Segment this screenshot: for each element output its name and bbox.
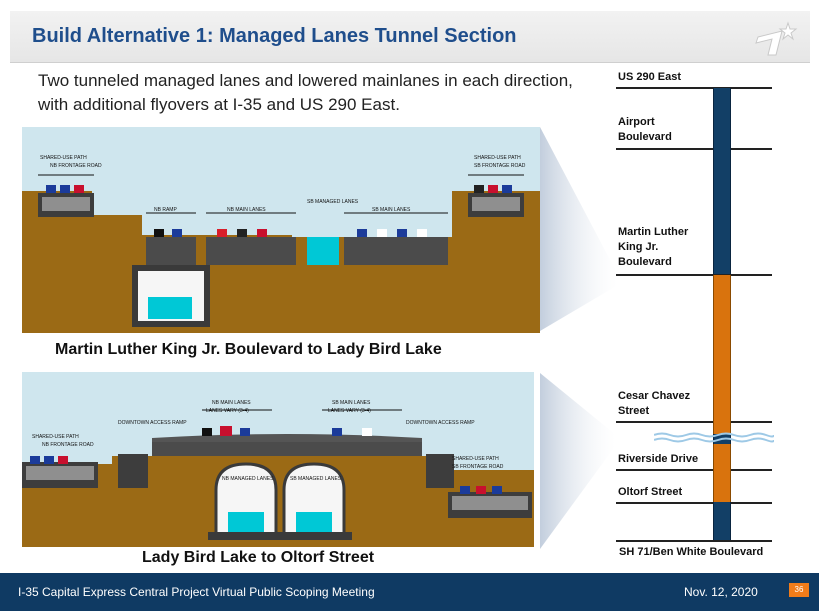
label-riverside: Riverside Drive [618, 453, 699, 465]
label-mlk-2: King Jr. [618, 241, 659, 253]
line-airport [616, 148, 772, 150]
section2-nb-main-vary: LANES VARY (3-4) [206, 408, 249, 414]
section2-nb-managed: NB MANAGED LANES [222, 476, 274, 482]
river-waves-icon [654, 432, 774, 443]
line-riverside [616, 469, 772, 471]
section1-sb-main: SB MAIN LANES [372, 207, 411, 213]
label-airport: Airport Boulevard [618, 115, 672, 145]
page-number-badge: 36 [789, 583, 809, 597]
section1-right-path: SHARED-USE PATH [474, 155, 521, 161]
section1-left-path: SHARED-USE PATH [40, 155, 87, 161]
section2-right-frontage: SB FRONTAGE ROAD [452, 464, 504, 470]
slide-title: Build Alternative 1: Managed Lanes Tunne… [32, 25, 517, 47]
line-sh71 [616, 540, 772, 542]
label-sh71: SH 71/Ben White Boulevard [619, 546, 764, 558]
section1-nb-ramp: NB RAMP [154, 207, 177, 213]
label-airport-1: Airport [618, 116, 655, 128]
footer-date: Nov. 12, 2020 [684, 585, 758, 599]
section2-sb-main-vary: LANES VARY (3-4) [328, 408, 371, 414]
line-mlk [616, 274, 772, 276]
label-cesar: Cesar Chavez Street [618, 389, 690, 419]
cross-section-ladybird: SHARED-USE PATH NB FRONTAGE ROAD DOWNTOW… [22, 372, 534, 547]
section2-right-path: SHARED-USE PATH [452, 456, 499, 462]
label-mlk: Martin Luther King Jr. Boulevard [618, 225, 688, 270]
section2-sb-managed: SB MANAGED LANES [290, 476, 342, 482]
line-us290 [616, 87, 772, 89]
line-cesar [616, 421, 772, 423]
label-oltorf: Oltorf Street [618, 486, 683, 498]
section2-downtown-ramp-left: DOWNTOWN ACCESS RAMP [118, 420, 187, 426]
section2-left-frontage: NB FRONTAGE ROAD [42, 442, 94, 448]
section1-left-frontage: NB FRONTAGE ROAD [50, 163, 102, 169]
footer-meeting-title: I-35 Capital Express Central Project Vir… [18, 585, 375, 599]
section1-caption: Martin Luther King Jr. Boulevard to Lady… [55, 341, 442, 358]
corridor-bar-south [713, 502, 731, 540]
txdot-logo-icon [755, 21, 798, 56]
corridor-bar-south-central [713, 444, 731, 502]
label-cesar-2: Street [618, 405, 650, 417]
cross-section-mlk: SHARED-USE PATH NB FRONTAGE ROAD NB RAMP… [22, 127, 540, 333]
label-cesar-1: Cesar Chavez [618, 390, 691, 402]
section2-downtown-ramp-right: DOWNTOWN ACCESS RAMP [406, 420, 475, 426]
section2-sb-main: SB MAIN LANES [332, 400, 371, 406]
label-us290: US 290 East [618, 71, 681, 83]
label-mlk-3: Boulevard [618, 256, 672, 268]
label-mlk-1: Martin Luther [618, 226, 689, 238]
footer: I-35 Capital Express Central Project Vir… [0, 573, 819, 611]
section1-nb-main: NB MAIN LANES [227, 207, 266, 213]
section2-caption: Lady Bird Lake to Oltorf Street [142, 549, 375, 566]
slide-body-text: Two tunneled managed lanes and lowered m… [38, 71, 573, 114]
section1-right-frontage: SB FRONTAGE ROAD [474, 163, 526, 169]
title-bar: Build Alternative 1: Managed Lanes Tunne… [10, 11, 810, 63]
label-airport-2: Boulevard [618, 131, 672, 143]
corridor-bar-central [713, 275, 731, 434]
section2-left-path: SHARED-USE PATH [32, 434, 79, 440]
section2-nb-main: NB MAIN LANES [212, 400, 251, 406]
corridor-bar-north [713, 88, 731, 274]
section1-sb-managed: SB MANAGED LANES [307, 199, 359, 205]
line-oltorf [616, 502, 772, 504]
location-fan-graphic [540, 127, 618, 549]
